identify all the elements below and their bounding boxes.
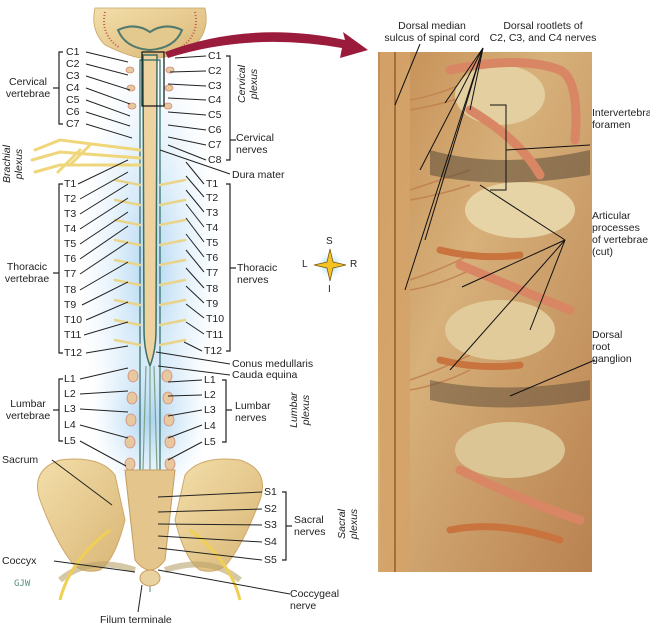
zoom-arrow <box>165 32 368 58</box>
label-l1-nerve: L1 <box>204 374 216 386</box>
label-thoracic-nerves: Thoracic nerves <box>237 262 278 286</box>
compass-superior: S <box>326 236 333 247</box>
label-lumbar-nerves: Lumbar nerves <box>235 400 271 424</box>
label-c3-vertebra: C3 <box>66 70 80 82</box>
label-dura-mater: Dura mater <box>232 169 285 181</box>
label-c3-nerve: C3 <box>208 80 222 92</box>
label-t11-vertebra: T11 <box>64 329 82 341</box>
label-t8-vertebra: T8 <box>64 284 77 296</box>
label-t11-nerve: T11 <box>206 329 224 341</box>
sacrum <box>124 469 176 571</box>
label-sacrum: Sacrum <box>2 454 39 466</box>
label-t10-vertebra: T10 <box>64 314 83 326</box>
label-s1-nerve: S1 <box>264 486 277 498</box>
label-c7-vertebra: C7 <box>66 118 80 130</box>
pelvis-left <box>37 458 126 572</box>
label-t10-nerve: T10 <box>206 313 225 325</box>
label-t4-nerve: T4 <box>206 222 219 234</box>
brackets-left <box>53 51 63 442</box>
spinal-nerves <box>113 178 187 347</box>
label-brachial-plexus: Brachial plexus <box>1 145 25 183</box>
label-lumbar-plexus: Lumbar plexus <box>288 392 312 428</box>
label-c2-vertebra: C2 <box>66 58 80 70</box>
label-l1-vertebra: L1 <box>64 373 76 385</box>
label-intervertebral-foramen: Intervertebral foramen <box>592 107 650 131</box>
label-cervical-nerves: Cervical nerves <box>236 132 274 156</box>
label-conus-medullaris: Conus medullaris <box>232 358 314 370</box>
label-t7-nerve: T7 <box>206 267 219 279</box>
label-t12-vertebra: T12 <box>64 347 83 359</box>
label-t3-vertebra: T3 <box>64 208 77 220</box>
pelvis-right <box>174 458 263 572</box>
label-sacral-plexus: Sacral plexus <box>336 508 360 540</box>
label-c5-vertebra: C5 <box>66 94 80 106</box>
label-t6-nerve: T6 <box>206 252 219 264</box>
label-t1-nerve: T1 <box>206 178 219 190</box>
label-t8-nerve: T8 <box>206 283 219 295</box>
label-lumbar-vertebrae: Lumbar vertebrae <box>5 398 51 422</box>
label-cervical-plexus: Cervical plexus <box>236 65 260 103</box>
label-c8-nerve: C8 <box>208 154 222 166</box>
label-coccyx: Coccyx <box>2 555 37 567</box>
label-t4-vertebra: T4 <box>64 223 77 235</box>
leader-lines-photo <box>394 43 596 397</box>
label-s3-nerve: S3 <box>264 519 277 531</box>
label-t1-vertebra: T1 <box>64 178 77 190</box>
artist-initials: GJW <box>14 579 31 589</box>
detail-region-box <box>141 51 165 107</box>
label-cervical-vertebrae: Cervical vertebrae <box>5 76 51 100</box>
label-sacral-nerves: Sacral nerves <box>294 514 326 538</box>
label-cauda-equina: Cauda equina <box>232 369 298 381</box>
label-l3-vertebra: L3 <box>64 403 76 415</box>
compass-icon <box>313 248 347 282</box>
spinal-cord <box>142 54 158 369</box>
label-l3-nerve: L3 <box>204 404 216 416</box>
label-s5-nerve: S5 <box>264 554 277 566</box>
label-c4-nerve: C4 <box>208 94 222 106</box>
leader-lines-left <box>51 51 143 613</box>
label-t5-vertebra: T5 <box>64 238 77 250</box>
label-c6-vertebra: C6 <box>66 106 80 118</box>
label-thoracic-vertebrae: Thoracic vertebrae <box>4 261 50 285</box>
label-dorsal-root-ganglion: Dorsal root ganglion <box>592 329 632 365</box>
label-t12-nerve: T12 <box>204 345 223 357</box>
label-l5-vertebra: L5 <box>64 435 76 447</box>
label-l2-vertebra: L2 <box>64 388 76 400</box>
label-l4-nerve: L4 <box>204 420 216 432</box>
label-t3-nerve: T3 <box>206 207 219 219</box>
label-l2-nerve: L2 <box>204 389 216 401</box>
label-t2-nerve: T2 <box>206 192 219 204</box>
label-dorsal-rootlets: Dorsal rootlets of C2, C3, and C4 nerves <box>489 20 597 44</box>
label-t2-vertebra: T2 <box>64 193 77 205</box>
label-t7-vertebra: T7 <box>64 268 77 280</box>
label-t9-nerve: T9 <box>206 298 219 310</box>
compass-left: L <box>302 259 308 270</box>
label-s4-nerve: S4 <box>264 536 277 548</box>
label-t6-vertebra: T6 <box>64 253 77 265</box>
compass-right: R <box>350 259 358 270</box>
compass-inferior: I <box>328 284 331 295</box>
label-s2-nerve: S2 <box>264 503 277 515</box>
label-filum-terminale: Filum terminale <box>100 614 172 626</box>
label-c7-nerve: C7 <box>208 139 222 151</box>
label-t5-nerve: T5 <box>206 237 219 249</box>
label-articular-processes: Articular processes of vertebrae (cut) <box>592 210 649 258</box>
label-c1-nerve: C1 <box>208 50 222 62</box>
dissection-photo <box>378 52 592 572</box>
label-c6-nerve: C6 <box>208 124 222 136</box>
label-coccygeal-nerve: Coccygeal nerve <box>290 588 340 612</box>
label-l4-vertebra: L4 <box>64 419 76 431</box>
label-t9-vertebra: T9 <box>64 299 77 311</box>
label-c4-vertebra: C4 <box>66 82 80 94</box>
brackets-right <box>222 55 292 561</box>
brachial-plexus <box>30 138 142 174</box>
label-dorsal-median-sulcus: Dorsal median sulcus of spinal cord <box>384 20 480 44</box>
leader-lines-right <box>155 55 291 595</box>
label-l5-nerve: L5 <box>204 436 216 448</box>
label-c1-vertebra: C1 <box>66 46 80 58</box>
label-c5-nerve: C5 <box>208 109 222 121</box>
label-c2-nerve: C2 <box>208 65 222 77</box>
